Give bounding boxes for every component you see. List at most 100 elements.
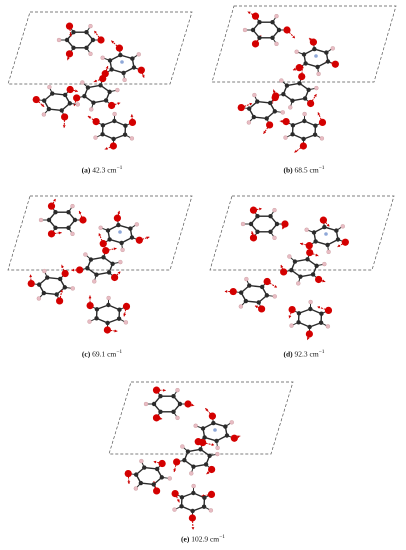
hydrogen-atom	[229, 420, 234, 425]
carbon-atom	[66, 225, 71, 230]
oxygen-atom	[282, 117, 290, 126]
carbon-atom	[105, 320, 110, 326]
hydrogen-atom	[215, 445, 220, 451]
oxygen-atom	[271, 93, 279, 102]
hydrogen-atom	[280, 110, 285, 115]
displacement-arrow	[292, 67, 300, 71]
hydrogen-atom	[274, 13, 279, 19]
hydrogen-atom	[272, 207, 277, 213]
hydrogen-atom	[287, 254, 292, 259]
displacement-arrow	[174, 493, 180, 503]
carbon-atom	[109, 67, 114, 72]
hydrogen-atom	[80, 80, 85, 85]
carbon-atom	[62, 92, 68, 98]
carbon-atom	[64, 37, 70, 43]
carbon-atom	[255, 99, 260, 104]
carbon-atom	[319, 311, 324, 316]
hydrogen-atom	[296, 281, 301, 286]
oxygen-atom	[331, 60, 339, 68]
carbon-atom	[129, 235, 135, 240]
carbon-atom	[297, 81, 302, 86]
carbon-atom	[202, 495, 207, 500]
molecule	[143, 386, 195, 422]
oxygen-atom	[208, 465, 216, 474]
carbon-atom	[224, 433, 230, 438]
molecule	[73, 75, 121, 112]
carbon-atom	[159, 475, 165, 480]
hydrogen-atom	[136, 52, 141, 57]
mode-diagram-c	[7, 195, 193, 334]
carbon-atom	[107, 58, 113, 63]
carbon-atom	[116, 222, 121, 228]
carbon-atom	[264, 293, 270, 298]
carbon-atom	[318, 320, 324, 325]
carbon-atom	[290, 98, 295, 103]
hydrogen-atom	[208, 508, 214, 513]
carbon-atom	[270, 35, 275, 40]
hydrogen-atom	[133, 486, 139, 491]
carbon-atom	[111, 136, 116, 142]
carbon-atom	[335, 237, 341, 242]
hydrogen-atom	[238, 304, 244, 309]
oxygen-atom	[315, 275, 323, 284]
unit-cell-outline	[209, 195, 395, 271]
displacement-arrow	[263, 124, 271, 135]
hydrogen-atom	[240, 221, 246, 227]
carbon-atom	[308, 306, 313, 312]
carbon-atom	[284, 83, 290, 88]
molecule	[193, 407, 241, 451]
hydrogen-atom	[118, 259, 123, 265]
molecule	[171, 483, 216, 530]
carbon-atom	[116, 316, 122, 321]
mode-diagram-a	[7, 11, 193, 150]
carbon-atom	[259, 284, 265, 290]
oxygen-atom	[299, 142, 307, 150]
mode-diagram-e	[108, 381, 294, 530]
oxygen-atom	[309, 38, 318, 46]
displacement-arrow	[69, 26, 72, 37]
carbon-atom	[119, 240, 124, 246]
oxygen-atom	[47, 230, 56, 238]
hydrogen-atom	[75, 102, 80, 107]
nitrogen-atom	[120, 60, 124, 64]
panel-b: (b) 68.5 cm−1	[204, 2, 404, 180]
carbon-atom	[268, 229, 273, 234]
carbon-atom	[179, 504, 184, 509]
molecule	[27, 264, 75, 305]
oxygen-atom	[207, 490, 216, 499]
carbon-atom	[106, 270, 112, 275]
oxygen-atom	[158, 459, 166, 468]
oxygen-atom	[305, 330, 313, 338]
hydrogen-atom	[89, 107, 94, 112]
nitrogen-atom	[118, 230, 122, 234]
carbon-atom	[84, 30, 89, 35]
displacement-arrow	[234, 435, 241, 439]
carbon-atom	[311, 230, 317, 235]
displacement-arrow	[123, 306, 127, 317]
hydrogen-atom	[143, 401, 149, 407]
carbon-atom	[82, 94, 87, 99]
carbon-atom	[71, 45, 76, 50]
hydrogen-atom	[139, 458, 144, 464]
hydrogen-atom	[325, 324, 331, 329]
displacement-arrow	[173, 461, 178, 473]
carbon-atom	[307, 324, 312, 330]
carbon-atom	[264, 116, 269, 121]
carbon-atom	[41, 98, 47, 103]
carbon-atom	[179, 495, 185, 500]
carbon-atom	[248, 221, 254, 227]
displacement-arrow	[153, 481, 158, 492]
carbon-atom	[72, 217, 78, 223]
hydrogen-atom	[193, 423, 198, 428]
hydrogen-atom	[189, 471, 194, 476]
carbon-atom	[130, 56, 135, 61]
carbon-atom	[243, 298, 249, 304]
carbon-atom	[247, 283, 252, 288]
hydrogen-atom	[167, 476, 172, 481]
carbon-atom	[190, 508, 195, 514]
carbon-atom	[315, 64, 320, 70]
hydrogen-atom	[326, 249, 331, 255]
hydrogen-atom	[123, 320, 129, 325]
carbon-atom	[310, 272, 316, 277]
displacement-arrow	[204, 407, 213, 417]
